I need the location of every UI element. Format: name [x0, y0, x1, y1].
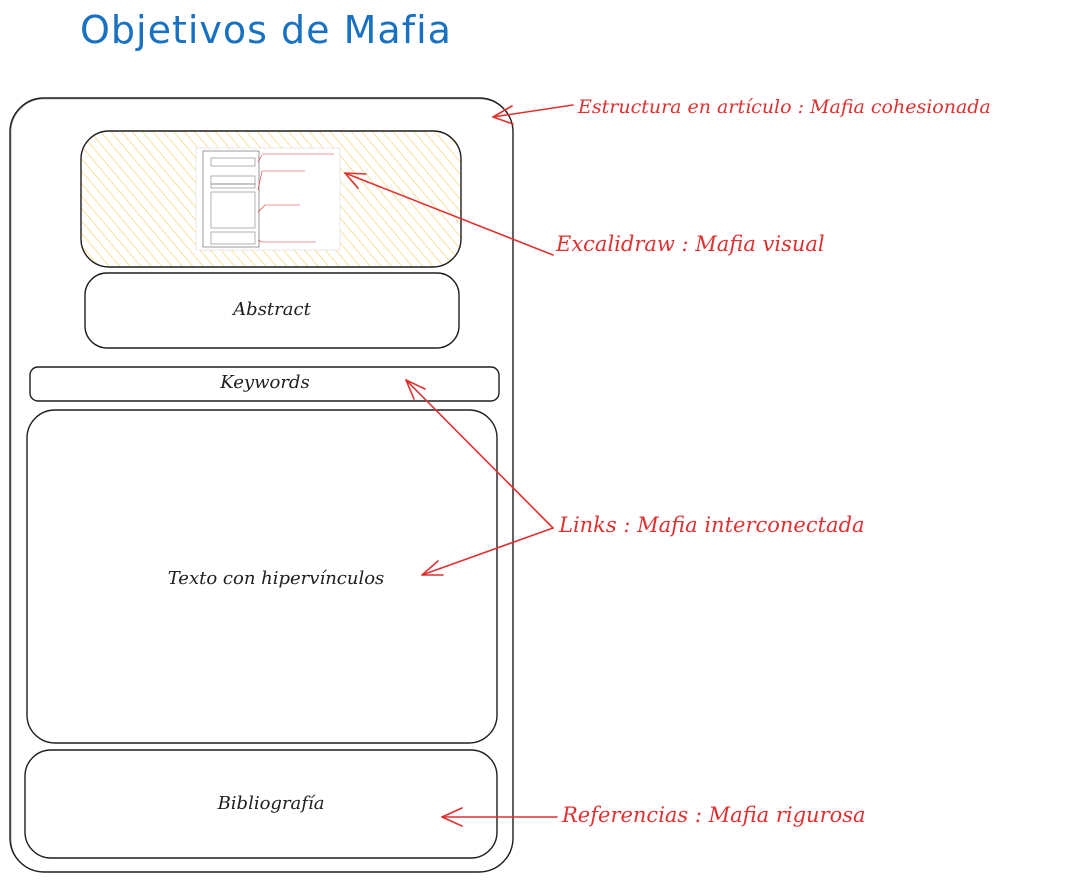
keywords-label: Keywords — [220, 372, 310, 393]
annotation-excalidraw: Excalidraw : Mafia visual — [556, 232, 825, 256]
bibliography-label: Bibliografía — [217, 793, 325, 814]
excalidraw-thumbnail-icon — [195, 147, 341, 251]
page-title: Objetivos de Mafia — [80, 8, 452, 52]
annotation-structure: Estructura en artículo : Mafia cohesiona… — [578, 96, 991, 118]
text-box — [26, 409, 498, 744]
excalidraw-arrow — [344, 172, 554, 256]
annotation-references: Referencias : Mafia rigurosa — [562, 803, 866, 827]
links-arrow-text — [421, 527, 554, 576]
bibliography-box — [24, 749, 498, 859]
abstract-box — [84, 272, 460, 349]
structure-arrow — [492, 104, 574, 118]
keywords-box — [29, 366, 500, 402]
links-arrow-keywords — [405, 379, 554, 529]
annotation-links: Links : Mafia interconectada — [559, 513, 865, 537]
text-label: Texto con hipervínculos — [167, 568, 385, 589]
abstract-label: Abstract — [233, 299, 311, 320]
